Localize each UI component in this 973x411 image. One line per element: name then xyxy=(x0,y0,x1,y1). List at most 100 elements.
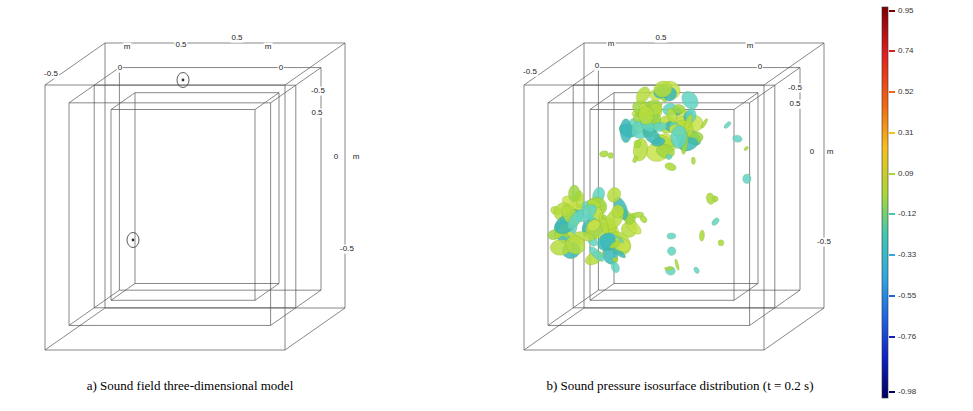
isosurface-blob xyxy=(742,173,752,184)
isosurface-blob xyxy=(617,237,624,244)
isosurface-blob xyxy=(568,185,581,202)
wire-edge xyxy=(111,93,135,110)
legend-value: -0.55 xyxy=(898,292,916,301)
wire-edge xyxy=(345,43,346,308)
axis-label: m xyxy=(746,42,755,51)
axis-label: 0.5 xyxy=(654,34,667,43)
wire-edge xyxy=(135,283,279,284)
wire-edge xyxy=(45,350,285,351)
wire-edge xyxy=(598,290,800,291)
isosurface-blob xyxy=(562,232,589,259)
isosurface-blob xyxy=(699,230,705,242)
isosurface-blob xyxy=(565,207,587,232)
wire-edge xyxy=(111,110,112,301)
axis-label: 0.5 xyxy=(788,100,801,109)
wire-edge xyxy=(548,103,549,326)
wire-edge xyxy=(614,283,758,284)
wire-edge xyxy=(111,109,255,110)
wire-edge xyxy=(135,92,279,93)
axis-label: m xyxy=(826,148,835,157)
wireframe-model xyxy=(524,43,824,350)
isosurface-blob xyxy=(620,119,632,143)
legend-value: 0.52 xyxy=(898,88,914,97)
axis-label: 0.5 xyxy=(230,34,243,43)
isosurface-blob xyxy=(598,212,610,236)
wire-edge xyxy=(255,93,279,110)
isosurface-blob xyxy=(638,106,654,125)
wire-edge xyxy=(105,43,345,44)
legend-tick xyxy=(889,295,895,297)
wire-edge xyxy=(758,93,759,284)
isosurface-blob xyxy=(674,259,680,271)
axis-label: 0.5 xyxy=(174,41,187,50)
legend-tick xyxy=(889,50,895,52)
wire-edge xyxy=(548,325,750,326)
axis-label: m xyxy=(123,43,132,52)
isosurface-blob xyxy=(665,266,676,276)
axis-label: -0.5 xyxy=(43,70,59,79)
wire-edge xyxy=(598,67,800,68)
wire-edge xyxy=(94,85,296,86)
legend-tick xyxy=(889,336,895,338)
isosurface-blob xyxy=(632,155,639,163)
wire-edge xyxy=(590,93,614,110)
wire-edge xyxy=(524,308,584,350)
axis-label: -0.5 xyxy=(522,68,538,77)
isosurface-blob xyxy=(605,185,623,204)
wire-edge xyxy=(573,307,775,308)
source-point xyxy=(132,239,135,242)
wire-edge xyxy=(69,103,70,326)
wire-edge xyxy=(524,350,764,351)
wire-edge xyxy=(590,284,614,301)
isosurface-blob xyxy=(711,217,721,227)
source-marker xyxy=(177,73,189,88)
isosurface-blob xyxy=(693,266,700,274)
isosurface-blob xyxy=(723,120,732,129)
axis-label: 0 xyxy=(278,64,284,73)
wire-edge xyxy=(524,85,525,350)
wire-edge xyxy=(135,93,136,284)
subfigure-caption: b) Sound pressure isosurface distributio… xyxy=(546,379,815,393)
legend-value: -0.33 xyxy=(898,251,916,260)
wire-edge xyxy=(764,85,765,350)
wire-edge xyxy=(279,93,280,284)
wire-edge xyxy=(69,102,271,103)
wire-edge xyxy=(94,85,95,308)
legend-tick xyxy=(889,173,895,175)
axis-label: 0 xyxy=(594,62,600,71)
wire-edge xyxy=(119,290,321,291)
wire-edge xyxy=(94,307,296,308)
wire-edge xyxy=(734,284,758,301)
isosurface-blob xyxy=(705,192,716,205)
isosurface-blob xyxy=(700,118,708,129)
isosurface-blob xyxy=(634,140,641,148)
isosurface-blob xyxy=(683,113,695,130)
wire-edge xyxy=(524,43,584,85)
isosurface-blob xyxy=(599,150,609,158)
wire-edge xyxy=(824,43,825,308)
isosurface-blob xyxy=(666,245,678,257)
axis-label: -0.5 xyxy=(816,238,832,247)
wire-edge xyxy=(111,300,255,301)
wire-edge xyxy=(584,43,824,44)
isosurface-blob xyxy=(743,146,749,151)
isosurface-blob xyxy=(653,80,674,99)
legend-tick xyxy=(889,391,895,393)
wire-edge xyxy=(45,85,46,350)
wire-edge xyxy=(270,103,271,326)
wire-edge xyxy=(764,308,824,350)
subfigure-caption: a) Sound field three-dimensional model xyxy=(86,379,295,393)
axis-label: 0 xyxy=(117,64,123,73)
wire-edge xyxy=(45,308,105,350)
legend-tick xyxy=(889,10,895,12)
legend-value: -0.76 xyxy=(898,333,916,342)
axis-label: m xyxy=(352,153,361,162)
isosurface-blob xyxy=(664,161,677,172)
axis-label: m xyxy=(264,43,273,52)
legend-tick xyxy=(889,213,895,215)
legend-tick xyxy=(889,254,895,256)
wireframe-model xyxy=(45,43,345,350)
source-ring xyxy=(177,73,189,88)
